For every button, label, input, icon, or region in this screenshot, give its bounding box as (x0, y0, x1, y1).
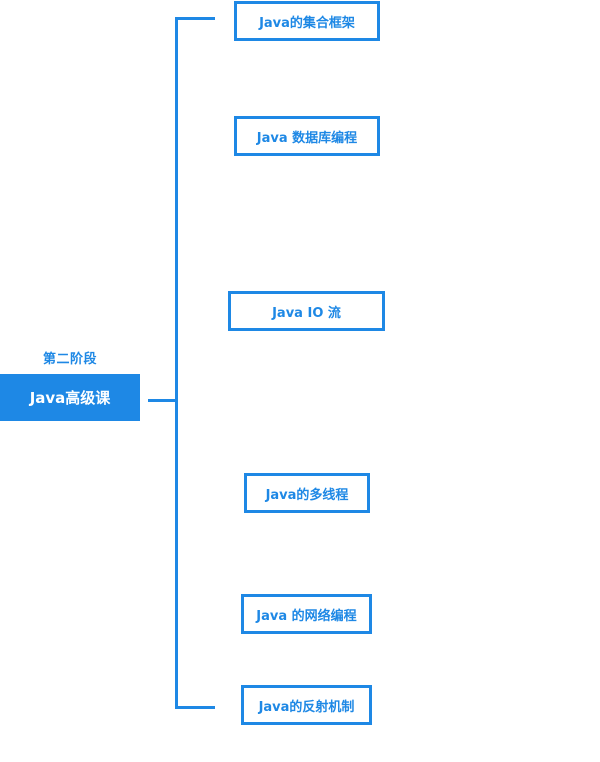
branch-node-collections: Java的集合框架 (234, 1, 380, 41)
branch-node-io: Java IO 流 (228, 291, 385, 331)
root-connector (148, 399, 176, 402)
branch-label: Java的反射机制 (258, 699, 355, 715)
branch-label: Java 数据库编程 (256, 130, 358, 146)
branch-label: Java 的网络编程 (256, 608, 357, 624)
branch-label: Java的集合框架 (259, 15, 355, 31)
branch-node-multithreading: Java的多线程 (244, 473, 370, 513)
branch-connector-bottom (175, 706, 215, 709)
branch-connector-top (175, 17, 215, 20)
branch-label: Java IO 流 (272, 305, 341, 321)
branch-node-reflection: Java的反射机制 (241, 685, 372, 725)
branch-label: Java的多线程 (265, 487, 349, 503)
root-node-label: Java高级课 (29, 389, 111, 407)
branch-node-networking: Java 的网络编程 (241, 594, 372, 634)
vertical-spine (175, 17, 178, 709)
stage-label: 第二阶段 (42, 352, 97, 367)
branch-node-database: Java 数据库编程 (234, 116, 380, 156)
root-node: Java高级课 (0, 374, 140, 421)
